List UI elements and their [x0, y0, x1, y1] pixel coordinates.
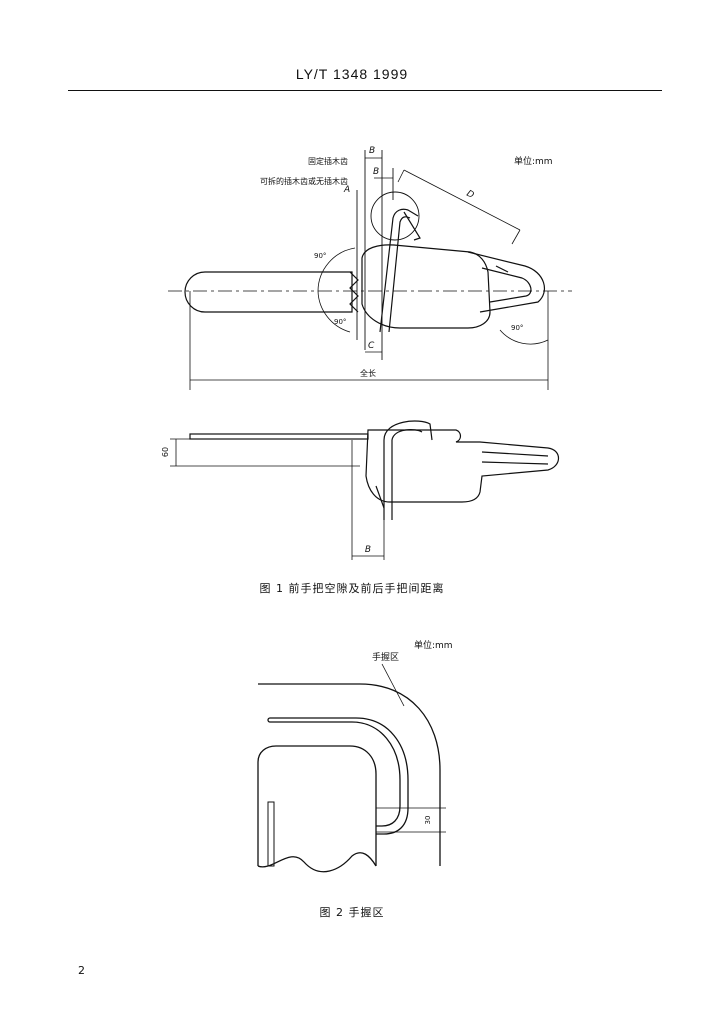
- height-60-label: 60: [161, 447, 170, 457]
- label-fixed-teeth: 固定插木齿: [308, 156, 348, 166]
- dim-30-label: 30: [424, 816, 432, 825]
- figure-1-caption: 图 1 前手把空隙及前后手把间距离: [259, 582, 445, 595]
- dim-label-b-top: B: [369, 146, 375, 156]
- figure-2-caption: 图 2 手握区: [319, 906, 385, 919]
- dim-label-a: A: [343, 185, 350, 195]
- dim-label-b-side: B: [365, 545, 371, 555]
- grip-zone-label: 手握区: [372, 651, 399, 663]
- page-number: 2: [78, 964, 85, 977]
- angle-label-lower: 90°: [334, 318, 346, 326]
- label-removable-teeth: 可拆的插木齿或无插木齿: [260, 176, 348, 186]
- angle-label-rear: 90°: [511, 324, 523, 332]
- fig2-unit-label: 单位:mm: [414, 639, 453, 651]
- dim-label-d: D: [465, 189, 476, 201]
- figure-1-diagram: 固定插木齿 可拆的插木齿或无插木齿 单位:mm B B A D 90° 90° …: [161, 146, 572, 560]
- document-header-code: LY/T 1348 1999: [295, 66, 409, 82]
- fig1-unit-label: 单位:mm: [514, 155, 553, 167]
- angle-label-upper: 90°: [314, 252, 326, 260]
- header-rule: [68, 90, 662, 91]
- total-length-label: 全长: [360, 368, 376, 378]
- dim-label-c: C: [368, 341, 375, 351]
- dim-label-b-second: B: [373, 167, 379, 177]
